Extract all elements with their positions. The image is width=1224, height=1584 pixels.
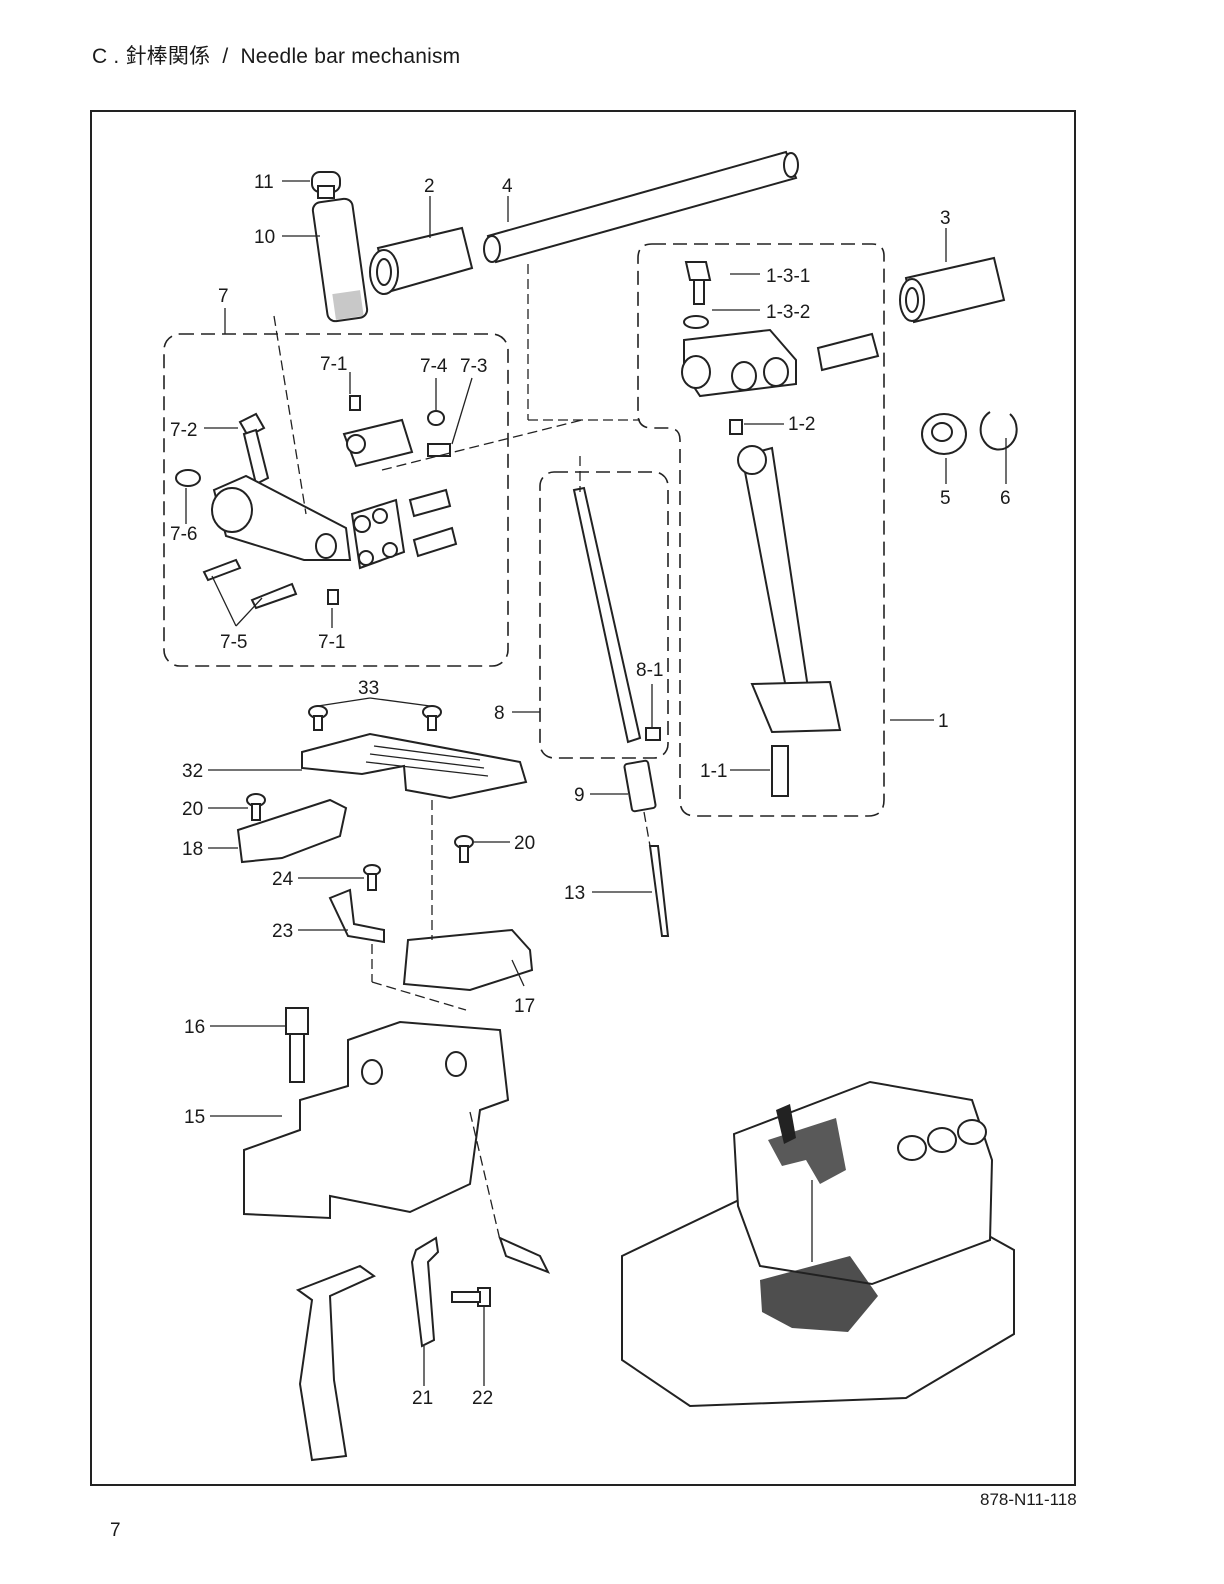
- label-part-22: 22: [472, 1388, 493, 1409]
- label-part-6: 6: [1000, 488, 1011, 509]
- label-part-1: 1: [938, 711, 949, 732]
- washer-1-3-2: [684, 316, 708, 328]
- spring-21: [412, 1238, 438, 1346]
- needle-bar-8: [574, 488, 640, 742]
- washer-5: [922, 414, 966, 454]
- label-part-11: 11: [254, 172, 274, 193]
- screws-33: [309, 706, 441, 730]
- screw-1-1: [772, 746, 788, 796]
- screw-20-left: [247, 794, 265, 820]
- label-part-1-2: 1-2: [788, 414, 815, 435]
- label-part-32: 32: [182, 761, 203, 782]
- set-screw-7-1-bottom: [328, 590, 338, 604]
- shaft-4: [484, 152, 798, 262]
- set-screw-8-1: [646, 728, 660, 740]
- label-part-7: 7: [218, 286, 229, 307]
- needle-clamp-9: [624, 760, 656, 811]
- connecting-rod-1: [738, 446, 840, 732]
- label-part-1-3-2: 1-3-2: [766, 302, 810, 323]
- label-part-24: 24: [272, 869, 294, 890]
- bolt-7-2: [240, 414, 268, 484]
- label-part-2: 2: [424, 176, 435, 197]
- frame-15: [244, 1022, 508, 1218]
- set-screw-7-1-top: [350, 396, 360, 410]
- lever-7: [212, 476, 350, 560]
- screw-20-right: [455, 836, 473, 862]
- label-part-4: 4: [502, 176, 513, 197]
- presser-arm: [298, 1266, 374, 1460]
- screw-24: [364, 865, 380, 890]
- retaining-ring-6: [981, 412, 1017, 450]
- label-part-17: 17: [514, 996, 535, 1017]
- label-part-23: 23: [272, 921, 293, 942]
- frame-15-hole-a: [362, 1060, 382, 1084]
- label-part-7-1-top: 7-1: [320, 354, 347, 375]
- pin-lower: [500, 1238, 548, 1272]
- label-part-7-6: 7-6: [170, 524, 197, 545]
- label-part-7-4: 7-4: [420, 356, 448, 377]
- label-part-8: 8: [494, 703, 505, 724]
- bushing-2: [370, 228, 472, 294]
- label-part-16: 16: [184, 1017, 205, 1038]
- label-part-15: 15: [184, 1107, 205, 1128]
- label-part-3: 3: [940, 208, 951, 229]
- label-part-7-3: 7-3: [460, 356, 487, 377]
- machine-overview: [622, 1082, 1014, 1406]
- label-part-7-5: 7-5: [220, 632, 247, 653]
- label-part-13: 13: [564, 883, 585, 904]
- label-part-7-1-bottom: 7-1: [318, 632, 345, 653]
- frame-15-hole-b: [446, 1052, 466, 1076]
- label-part-20-left: 20: [182, 799, 203, 820]
- label-part-8-1: 8-1: [636, 660, 663, 681]
- label-part-9: 9: [574, 785, 585, 806]
- needle-plate-32: [302, 734, 526, 798]
- needle-bar-guide-10: [312, 198, 368, 322]
- clamp-head: [682, 330, 796, 396]
- bolt-1-3-1: [686, 262, 710, 304]
- label-part-7-2: 7-2: [170, 420, 197, 441]
- label-part-18: 18: [182, 839, 203, 860]
- cap-11: [312, 172, 340, 198]
- page-number: 7: [110, 1520, 121, 1542]
- label-part-20-right: 20: [514, 833, 535, 854]
- label-part-10: 10: [254, 227, 275, 248]
- label-part-1-3-1: 1-3-1: [766, 266, 810, 287]
- nut-7-4: [428, 411, 444, 425]
- needle-13: [650, 846, 668, 936]
- label-part-21: 21: [412, 1388, 433, 1409]
- feed-bar-17: [404, 930, 532, 990]
- pin-short: [818, 334, 878, 370]
- link-bracket: [352, 500, 404, 568]
- screw-22: [452, 1288, 490, 1306]
- set-screw-1-2: [730, 420, 742, 434]
- label-part-33: 33: [358, 678, 379, 699]
- washer-7-6: [176, 470, 200, 486]
- label-part-1-1: 1-1: [700, 761, 727, 782]
- bolt-16: [286, 1008, 308, 1082]
- pins-7-group: [410, 490, 456, 556]
- needle-clamp: [344, 420, 412, 466]
- guide-23: [330, 890, 384, 942]
- drawing-code: 878-N11-118: [980, 1490, 1077, 1510]
- springs-7-5: [204, 560, 296, 608]
- label-part-5: 5: [940, 488, 951, 509]
- bushing-3: [900, 258, 1004, 322]
